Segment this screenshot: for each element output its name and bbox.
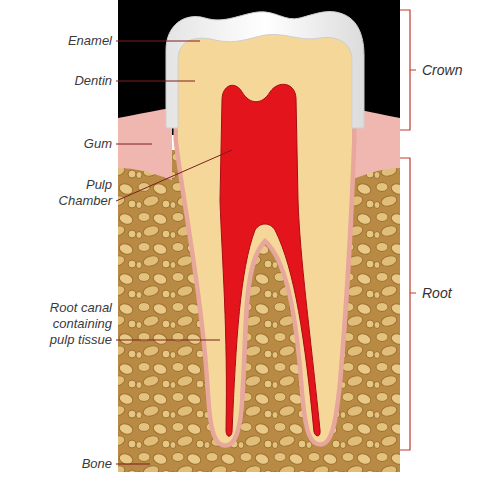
periodontal-membrane bbox=[178, 34, 352, 443]
leader-line bbox=[116, 144, 152, 145]
dentin-layer bbox=[178, 34, 352, 443]
region-label: Root bbox=[422, 285, 488, 301]
pulp-tissue bbox=[220, 84, 320, 436]
leader-line bbox=[116, 41, 200, 42]
part-label: Pulp Chamber bbox=[40, 177, 112, 209]
part-label: Bone bbox=[22, 456, 112, 472]
part-label: Dentin bbox=[22, 73, 112, 89]
crown-bracket bbox=[400, 10, 416, 130]
region-label: Crown bbox=[422, 62, 488, 78]
leader-line bbox=[116, 81, 195, 82]
part-label: Gum bbox=[22, 136, 112, 152]
leader-line bbox=[116, 150, 232, 201]
root-bracket bbox=[400, 158, 416, 450]
part-label: Root canal containing pulp tissue bbox=[40, 300, 112, 348]
part-label: Enamel bbox=[22, 33, 112, 49]
leader-line bbox=[116, 464, 150, 465]
leader-line bbox=[116, 340, 220, 341]
